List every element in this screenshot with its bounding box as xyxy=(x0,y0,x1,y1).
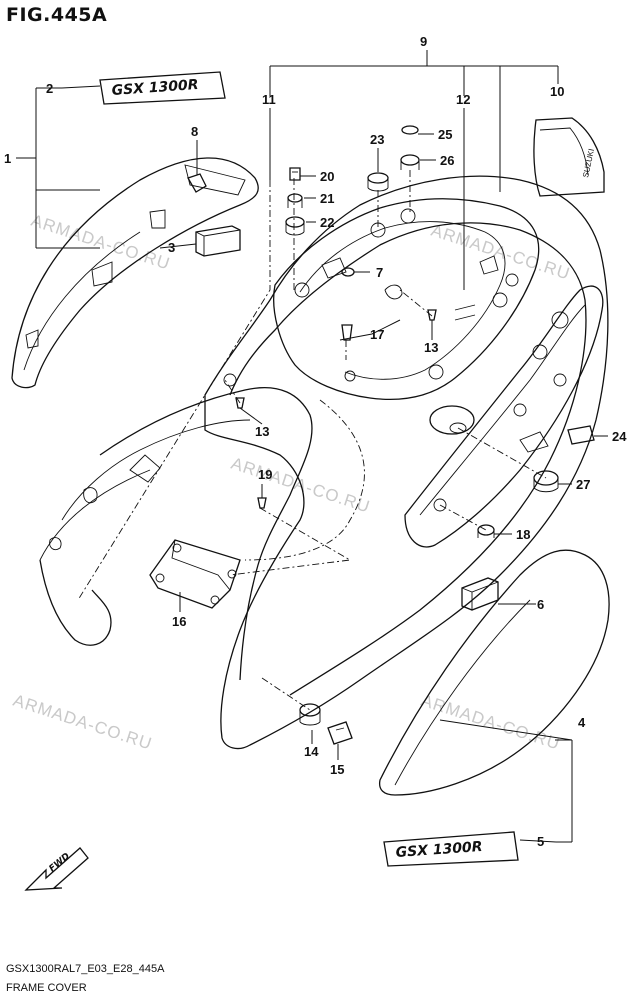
frame-cover-body xyxy=(39,175,609,750)
watermark-2: ARMADA-CO.RU xyxy=(429,221,573,284)
callout-13a: 13 xyxy=(424,340,438,355)
bracket-16 xyxy=(149,539,241,609)
figure-code: GSX1300RAL7_E03_E28_445A xyxy=(6,963,165,975)
callout-21: 21 xyxy=(320,191,334,206)
callout-17: 17 xyxy=(370,327,384,342)
gsx-logo-bottom: GSX 1300R xyxy=(383,831,519,867)
callout-6: 6 xyxy=(537,597,544,612)
callout-9: 9 xyxy=(420,34,427,49)
gsx-logo-top: GSX 1300R xyxy=(99,71,226,105)
figure-title: FIG.445A xyxy=(6,4,108,26)
cushion-pad xyxy=(195,225,241,257)
callout-8: 8 xyxy=(191,124,198,139)
callout-3: 3 xyxy=(168,240,175,255)
right-side-rail xyxy=(404,285,604,548)
callout-4: 4 xyxy=(578,715,586,730)
callout-13b: 13 xyxy=(255,424,269,439)
leader-lines xyxy=(16,50,608,843)
figure-caption: FRAME COVER xyxy=(6,982,87,994)
callout-11: 11 xyxy=(262,92,276,107)
rear-cowl-10: SUZUKI xyxy=(533,117,605,197)
watermarks: ARMADA-CO.RU ARMADA-CO.RU ARMADA-CO.RU A… xyxy=(11,211,573,754)
watermark-4: ARMADA-CO.RU xyxy=(11,691,155,754)
callout-23: 23 xyxy=(370,132,384,147)
callout-25: 25 xyxy=(438,127,452,142)
callout-1: 1 xyxy=(4,151,11,166)
pad-6 xyxy=(461,577,499,611)
left-side-cover xyxy=(11,157,259,389)
logo-top-text: GSX 1300R xyxy=(111,77,199,99)
logo-bottom-text: GSX 1300R xyxy=(395,839,483,861)
clip-8 xyxy=(187,140,207,193)
callout-15: 15 xyxy=(330,762,344,777)
callout-26: 26 xyxy=(440,153,454,168)
callout-27: 27 xyxy=(576,477,590,492)
fwd-arrow-icon: FWD xyxy=(24,847,89,891)
callouts: 1 2 3 4 5 6 7 8 9 10 11 12 13 13 13 14 1… xyxy=(4,34,627,849)
right-side-cover-4 xyxy=(378,549,610,796)
callout-16: 16 xyxy=(172,614,186,629)
hardware xyxy=(235,125,595,745)
callout-5: 5 xyxy=(537,834,544,849)
callout-7: 7 xyxy=(376,265,383,280)
callout-24: 24 xyxy=(612,429,627,444)
callout-22: 22 xyxy=(320,215,334,230)
assembly-lines xyxy=(77,120,547,711)
callout-19: 19 xyxy=(258,467,272,482)
watermark-5: ARMADA-CO.RU xyxy=(419,691,563,754)
callout-20: 20 xyxy=(320,169,334,184)
callout-10: 10 xyxy=(550,84,564,99)
callout-18: 18 xyxy=(516,527,530,542)
fwd-label: FWD xyxy=(48,851,73,874)
callout-2: 2 xyxy=(46,81,53,96)
callout-12: 12 xyxy=(456,92,470,107)
callout-14: 14 xyxy=(304,744,319,759)
